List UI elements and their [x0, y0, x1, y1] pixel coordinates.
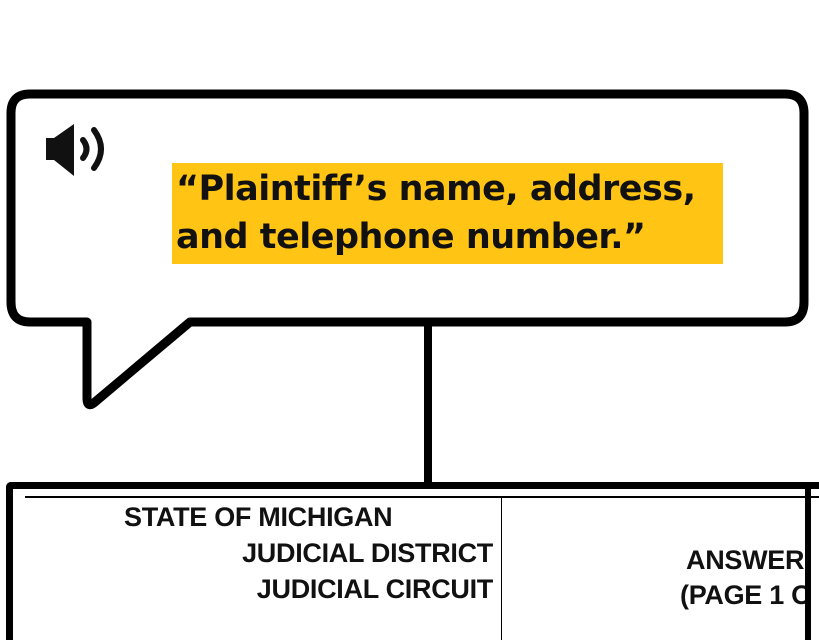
speaker-volume-icon[interactable] [42, 120, 118, 180]
form-circuit-label: JUDICIAL CIRCUIT [256, 574, 494, 604]
form-title-line-1: ANSWER [686, 545, 805, 575]
quote-line-1: “Plaintiff’s name, address, [176, 169, 696, 209]
form-state-label: STATE OF MICHIGAN [124, 502, 393, 532]
form-right-border [805, 482, 811, 640]
quote-highlight [172, 163, 723, 264]
form-top-rule [25, 496, 819, 498]
quote-text: “Plaintiff’s name, address, and telephon… [176, 165, 736, 261]
form-frame [6, 482, 819, 640]
form-title-line-2: (PAGE 1 O [680, 580, 812, 610]
form-district-label: JUDICIAL DISTRICT [242, 538, 493, 568]
quote-line-2: and telephone number.” [176, 217, 646, 257]
form-column-divider [501, 497, 502, 640]
